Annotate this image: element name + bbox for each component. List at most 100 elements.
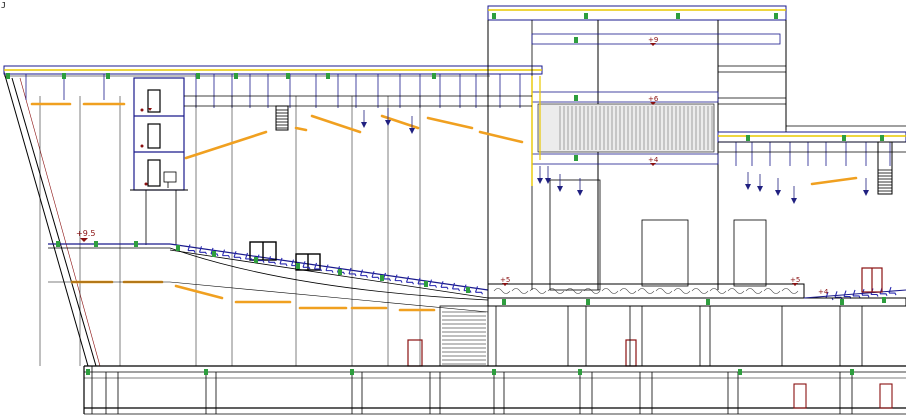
structural-node — [574, 95, 578, 101]
auditorium-seats — [187, 244, 897, 301]
stage-pattern-mark — [547, 288, 565, 294]
seat-icon — [221, 249, 230, 258]
fly-tower — [487, 5, 787, 300]
stage-lights — [361, 108, 869, 204]
level-right-tier: +4 — [818, 288, 829, 296]
structural-node — [880, 135, 884, 141]
structural-node — [204, 369, 208, 375]
seat-icon — [198, 246, 207, 255]
spot-light-icon — [537, 166, 543, 184]
seat-icon — [451, 282, 460, 292]
structural-node — [492, 13, 496, 19]
structural-node — [326, 73, 330, 79]
lower-columns — [495, 306, 863, 366]
reflector-panel — [184, 130, 268, 160]
level-tower-mid: +6 — [648, 95, 659, 103]
stage-pattern-mark — [673, 288, 691, 294]
seat-icon — [888, 286, 897, 296]
balcony-floor — [48, 243, 489, 299]
reflector-panel — [810, 176, 858, 186]
acoustic-reflectors — [30, 102, 858, 312]
structural-node — [584, 13, 588, 19]
stage-pattern-mark — [493, 288, 511, 294]
structural-node — [234, 73, 238, 79]
reflector-panel — [426, 116, 474, 130]
stage-pattern-mark — [619, 288, 637, 294]
lower-foyer — [48, 281, 637, 367]
seat-icon — [834, 291, 843, 300]
operator-desk — [163, 171, 177, 188]
seat-icon — [440, 281, 449, 290]
control-room-doors — [147, 89, 161, 187]
stage-pattern-mark — [709, 288, 727, 294]
structural-node — [212, 251, 216, 257]
stage-pattern-mark — [565, 288, 583, 294]
structural-node — [424, 281, 428, 287]
control-room-marks — [140, 108, 148, 186]
control-room-stack — [130, 77, 188, 245]
structural-node — [350, 369, 354, 375]
stage-pattern-mark — [781, 288, 799, 294]
structural-node — [746, 135, 750, 141]
structural-node — [676, 13, 680, 19]
roof-hangers — [25, 74, 891, 366]
structural-node — [254, 257, 258, 263]
structural-node — [574, 37, 578, 43]
stage-pattern-mark — [691, 288, 709, 294]
main-roof — [3, 65, 543, 77]
stage-pattern-mark — [529, 288, 547, 294]
seat-icon — [405, 276, 414, 285]
seat-icon — [187, 244, 196, 253]
stage-curtain — [531, 76, 715, 186]
structural-node — [706, 299, 710, 305]
basement-columns — [105, 372, 853, 414]
seat-icon — [394, 274, 403, 283]
structural-node — [738, 369, 742, 375]
catwalk — [275, 105, 893, 195]
structural-node — [466, 287, 470, 293]
seat-icon — [382, 272, 391, 282]
seat-icon — [359, 269, 368, 278]
structural-nodes — [6, 13, 886, 375]
basement-band — [83, 365, 906, 415]
spot-light-icon — [791, 186, 797, 204]
reflector-panel — [310, 114, 362, 134]
stage-pattern-mark — [637, 288, 655, 294]
structural-node — [286, 73, 290, 79]
spot-light-icon — [757, 174, 763, 192]
stage-pattern-mark — [655, 288, 673, 294]
structural-node — [882, 297, 886, 303]
stage-pattern-mark — [727, 288, 745, 294]
level-tower-top: +9 — [648, 36, 658, 44]
structural-node — [380, 275, 384, 281]
seat-icon — [233, 251, 242, 260]
reflector-panel — [478, 130, 524, 144]
structural-node — [62, 73, 66, 79]
reflector-panel — [174, 284, 224, 300]
structural-node — [196, 73, 200, 79]
right-tier-door — [861, 267, 883, 293]
tower-markers — [148, 108, 152, 111]
level-stage-right: +5 — [790, 276, 800, 284]
spot-light-icon — [577, 178, 583, 196]
upper-truss-band — [184, 95, 906, 153]
stage-pattern-mark — [745, 288, 763, 294]
reflector-panel — [294, 126, 308, 132]
structural-node — [578, 369, 582, 375]
structural-node — [850, 369, 854, 375]
spot-light-icon — [361, 110, 367, 128]
spot-light-icon — [385, 108, 391, 126]
structural-node — [56, 241, 60, 247]
structural-node — [574, 155, 578, 161]
spot-light-icon — [775, 178, 781, 196]
spot-light-icon — [557, 174, 563, 192]
balcony-doors — [249, 241, 321, 271]
level-upper-auditorium: +9.5 — [76, 229, 95, 238]
structural-node — [134, 241, 138, 247]
structural-node — [176, 245, 180, 251]
structural-node — [94, 241, 98, 247]
seat-icon — [313, 262, 322, 272]
level-tower-low: +4 — [648, 156, 659, 164]
seat-icon — [428, 279, 437, 288]
stage-pattern-mark — [763, 288, 781, 294]
